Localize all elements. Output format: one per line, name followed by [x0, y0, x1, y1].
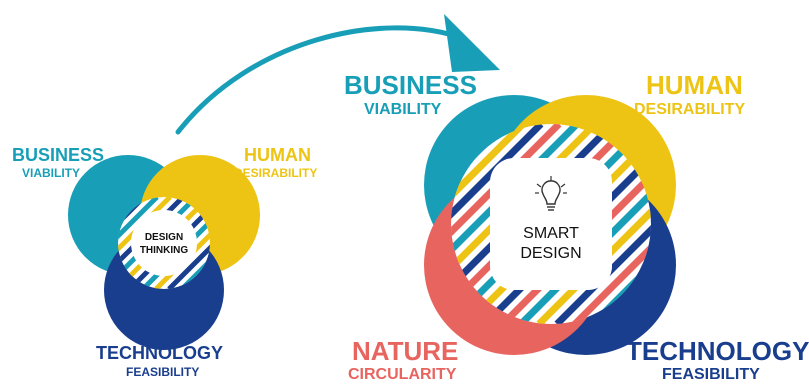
stripe-mark: [180, 197, 210, 289]
large-business-title: BUSINESS: [344, 70, 477, 100]
stripe-mark: [451, 124, 580, 324]
lightbulb-icon: [535, 176, 567, 211]
stripe-mark: [554, 124, 651, 324]
stripe-mark: [572, 124, 651, 324]
small-technology-sub: FEASIBILITY: [126, 365, 200, 379]
stripe-mark: [167, 197, 210, 289]
large-technology-title: TECHNOLOGY: [626, 336, 809, 366]
large-nature-title: NATURE: [352, 336, 459, 366]
curved-arrow-icon: [175, 14, 500, 135]
stripe-mark: [536, 124, 651, 324]
stripe-mark: [644, 124, 651, 324]
large-center-line2: DESIGN: [520, 245, 581, 262]
stripe-mark: [518, 124, 651, 324]
stripe-mark: [451, 124, 562, 324]
small-business-sub: VIABILITY: [22, 166, 81, 180]
small-business-title: BUSINESS: [12, 145, 105, 165]
large-venn: SMART DESIGN: [424, 95, 676, 355]
small-human-title: HUMAN: [244, 145, 311, 165]
small-human-sub: DESIRABILITY: [234, 166, 318, 180]
large-center-line1: SMART: [523, 225, 579, 242]
stripe-mark: [451, 124, 526, 324]
stripe-mark: [118, 197, 159, 289]
large-business-sub: VIABILITY: [364, 101, 442, 118]
small-center-line2: THINKING: [140, 245, 189, 256]
small-venn: DESIGN THINKING: [68, 155, 260, 350]
small-technology-title: TECHNOLOGY: [96, 343, 224, 363]
large-human-title: HUMAN: [646, 70, 743, 100]
stripe-mark: [451, 124, 544, 324]
large-nature-sub: CIRCULARITY: [348, 366, 457, 383]
small-center-line1: DESIGN: [145, 232, 183, 243]
large-technology-sub: FEASIBILITY: [662, 366, 760, 383]
large-human-sub: DESIRABILITY: [634, 101, 746, 118]
small-center-disc: [131, 210, 197, 276]
large-center-square: [490, 158, 612, 290]
